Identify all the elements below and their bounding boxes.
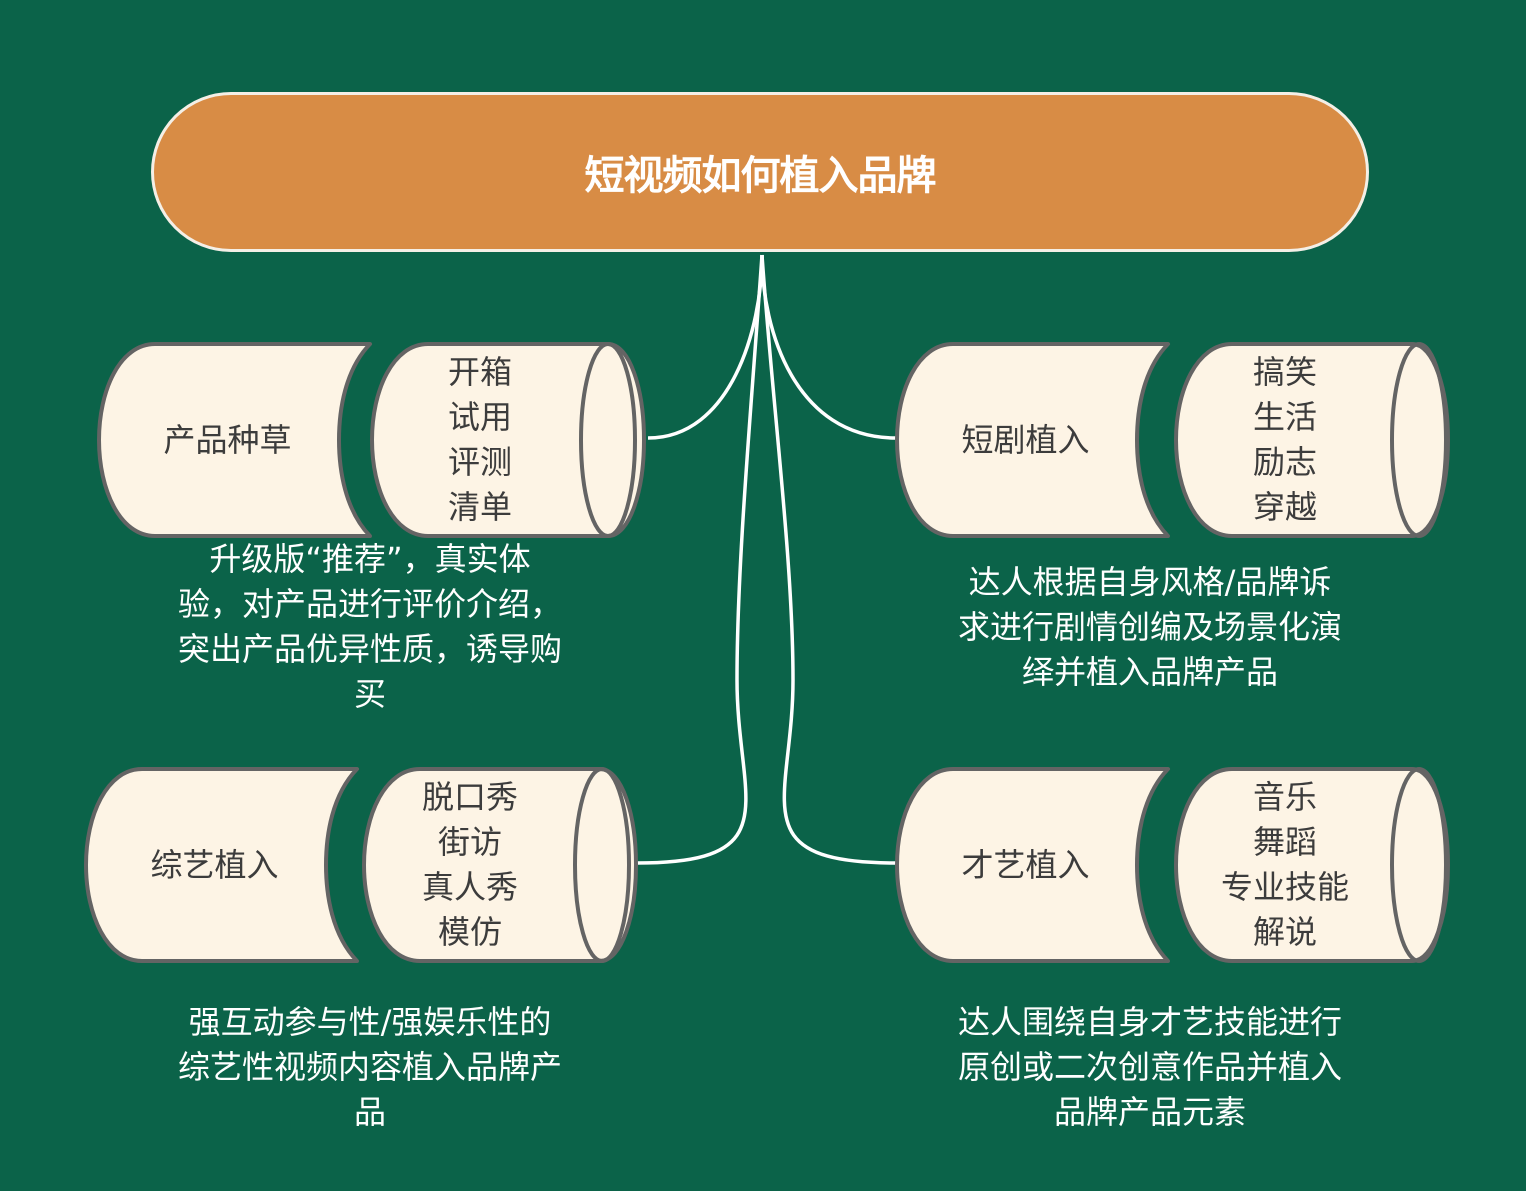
sub-item: 励志: [1252, 443, 1317, 481]
sub-item: 清单: [447, 488, 512, 526]
connector-talent: [760, 254, 897, 865]
sub-node-shape[interactable]: [360, 765, 642, 965]
sub-item: 试用: [447, 398, 512, 436]
description-variety: 强互动参与性/强娱乐性的 综艺性视频内容植入品牌产 品: [140, 1000, 600, 1135]
main-node-talent: 才艺植入: [898, 765, 1153, 965]
description-line: 综艺性视频内容植入品牌产: [177, 1048, 562, 1086]
description-product: 升级版“推荐”，真实体 验，对产品进行评价介绍， 突出产品优异性质，诱导购 买: [140, 537, 600, 717]
sub-item: 脱口秀: [421, 778, 518, 816]
sub-item: 评测: [447, 443, 512, 481]
description-line: 强互动参与性/强娱乐性的: [188, 1003, 552, 1041]
description-line: 买: [353, 675, 386, 713]
description-line: 原创或二次创意作品并植入: [957, 1048, 1342, 1086]
sub-item: 解说: [1252, 913, 1317, 951]
connector-variety: [636, 254, 764, 865]
root-title: 短视频如何植入品牌: [584, 153, 937, 199]
description-line: 达人围绕自身才艺技能进行: [957, 1003, 1342, 1041]
sub-node-shape[interactable]: [1172, 340, 1454, 540]
sub-item: 真人秀: [421, 868, 518, 906]
sub-item: 专业技能: [1220, 868, 1349, 906]
sub-item: 音乐: [1252, 778, 1317, 816]
main-node-label: 才艺植入: [961, 845, 1090, 884]
description-line: 绎并植入品牌产品: [1021, 653, 1278, 691]
description-line: 品: [353, 1093, 386, 1131]
main-node-shape[interactable]: [893, 765, 1183, 965]
main-node-shape[interactable]: [893, 340, 1183, 540]
main-node-drama: 短剧植入: [898, 340, 1153, 540]
sub-node-shape[interactable]: [368, 340, 650, 540]
description-line: 求进行剧情创编及场景化演: [957, 608, 1342, 646]
sub-node-drama: 搞笑 生活 励志 穿越: [1185, 350, 1385, 530]
sub-node-talent: 音乐 舞蹈 专业技能 解说: [1185, 775, 1385, 955]
sub-item: 模仿: [437, 913, 502, 951]
connector-product: [647, 254, 764, 440]
sub-node-product: 开箱 试用 评测 清单: [380, 350, 580, 530]
sub-node-variety: 脱口秀 街访 真人秀 模仿: [370, 775, 570, 955]
sub-item: 生活: [1252, 398, 1317, 436]
main-node-label: 短剧植入: [961, 420, 1090, 459]
main-node-label: 产品种草: [163, 420, 292, 459]
description-line: 升级版“推荐”，真实体: [209, 540, 531, 578]
description-line: 突出产品优异性质，诱导购: [177, 630, 562, 668]
main-node-shape[interactable]: [95, 340, 385, 540]
description-line: 达人根据自身风格/品牌诉: [968, 563, 1332, 601]
connector-drama: [760, 254, 897, 440]
sub-item: 穿越: [1252, 488, 1317, 526]
sub-item: 开箱: [447, 353, 512, 391]
description-line: 验，对产品进行评价介绍，: [177, 585, 562, 623]
main-node-label: 综艺植入: [150, 845, 279, 884]
main-node-product: 产品种草: [100, 340, 355, 540]
root-node[interactable]: 短视频如何植入品牌: [151, 92, 1369, 252]
description-line: 品牌产品元素: [1053, 1093, 1246, 1131]
sub-item: 搞笑: [1252, 353, 1317, 391]
main-node-variety: 综艺植入: [87, 765, 342, 965]
sub-node-shape[interactable]: [1172, 765, 1454, 965]
sub-item: 舞蹈: [1252, 823, 1317, 861]
main-node-shape[interactable]: [82, 765, 372, 965]
description-talent: 达人围绕自身才艺技能进行 原创或二次创意作品并植入 品牌产品元素: [920, 1000, 1380, 1135]
sub-item: 街访: [437, 823, 502, 861]
description-drama: 达人根据自身风格/品牌诉 求进行剧情创编及场景化演 绎并植入品牌产品: [920, 560, 1380, 695]
